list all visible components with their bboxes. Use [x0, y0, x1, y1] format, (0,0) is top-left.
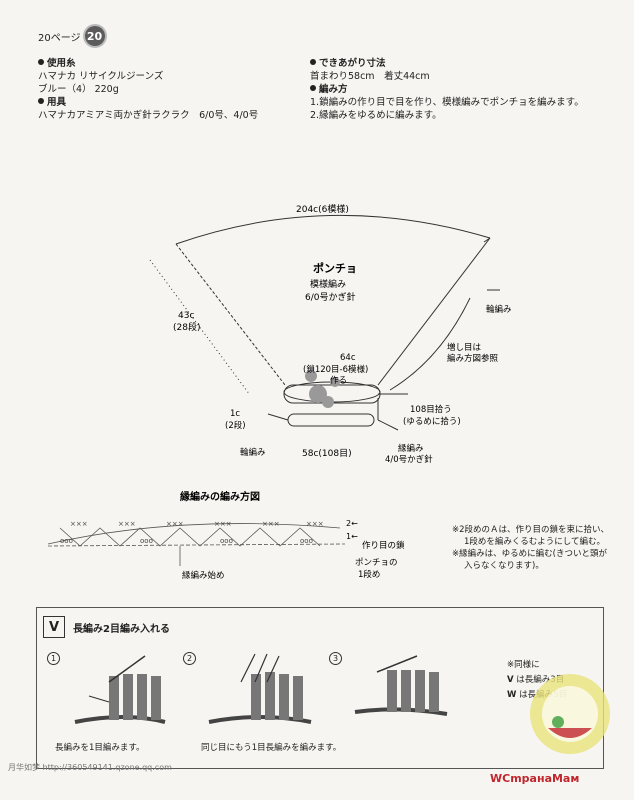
svg-text:×××: ×××: [70, 520, 88, 528]
method-step2: 2.縁編みをゆるめに編みます。: [310, 110, 442, 121]
height-rows-label: (28段): [173, 321, 200, 333]
border-height-label: 1c: [230, 409, 240, 419]
step1-number: 1: [47, 652, 60, 665]
neck-width-label: 64c: [340, 353, 356, 363]
increase-note-2: 編み方図参照: [447, 353, 499, 364]
five-symbol-icon: W: [507, 690, 517, 700]
step2-number: 2: [183, 652, 196, 665]
finished-heading: できあがり寸法: [319, 58, 386, 69]
foundation-label: 作り目の鎖: [362, 540, 405, 551]
step1-illustration-icon: [74, 655, 166, 724]
svg-text:ooo: ooo: [220, 537, 233, 545]
height-label: 43c: [178, 311, 194, 321]
step2-caption: 同じ目にもう1目長編みを編みます。: [201, 743, 342, 753]
page-number-badge: 20: [84, 26, 105, 46]
notes-block: ※2段めのＡは、作り目の鎖を束に拾い、 1段めを編みくるむようにして編む。 ※縁…: [452, 524, 609, 572]
triple-symbol-icon: V: [507, 675, 514, 685]
border-name-label: 縁編み: [398, 443, 424, 454]
note1-b: 1段めを編みくるむようにして編む。: [464, 537, 605, 547]
footer-right-watermark: WCmpaнaMам: [490, 772, 580, 785]
page-header: 20ページ 20: [38, 26, 105, 46]
svg-text:ooo: ooo: [300, 537, 313, 545]
svg-text:×××: ×××: [306, 520, 324, 528]
svg-text:ooo: ooo: [60, 537, 73, 545]
border-stitch-chart: 縁編みの編み方図 ××× ××× ××× ××× ××× ××× ooo ooo ooo oo…: [47, 490, 405, 581]
poncho-row1-label-a: ポンチョの: [355, 558, 398, 568]
neck-stitches-label: (鎖120目-6模様): [303, 364, 368, 375]
svg-text:×××: ×××: [214, 520, 232, 528]
note1-a: ※2段めのＡは、作り目の鎖を束に拾い、: [452, 525, 610, 535]
border-chart-title: 縁編みの編み方図: [180, 490, 260, 503]
step3-number: 3: [329, 652, 342, 665]
svg-text:×××: ×××: [262, 520, 280, 528]
watermark-logo-icon: [530, 674, 610, 754]
technique-title: 長編み2目編み入れる: [73, 623, 170, 635]
finish-method-block: できあがり寸法 首まわり58cm 着丈44cm 編み方 1.鎖編みの作り目で目を…: [310, 57, 584, 122]
footer-left-watermark: 月华如梦 http://360549141.qzone.qq.com: [8, 763, 172, 772]
svg-text:ooo: ooo: [140, 537, 153, 545]
poncho-schematic: 204c(6模様) ポンチョ 模様編み 6/0号かぎ針 43c (28段) 輪編…: [149, 203, 512, 465]
svg-text:×××: ×××: [118, 520, 136, 528]
tools-name: ハマナカアミアミ両かぎ針ラクラク 6/0号、4/0号: [38, 110, 259, 121]
bullet-icon: [38, 98, 44, 104]
method-heading: 編み方: [319, 84, 348, 95]
bullet-icon: [310, 59, 316, 65]
yarn-heading: 使用糸: [47, 58, 76, 69]
step3-illustration-icon: [354, 655, 448, 716]
page-label: 20ページ: [38, 32, 81, 44]
border-round-label: 輪編み: [240, 447, 266, 458]
border-hook-label: 4/0号かぎ針: [385, 454, 433, 465]
step2-illustration-icon: [208, 653, 312, 724]
svg-text:×××: ×××: [166, 520, 184, 528]
bullet-icon: [310, 85, 316, 91]
increase-note-1: 増し目は: [447, 342, 482, 353]
yarn-color: ブルー（4） 220g: [38, 84, 119, 95]
row1-marker: 1←: [346, 532, 358, 541]
finished-size: 首まわり58cm 着丈44cm: [310, 71, 430, 82]
double-crochet-symbol-icon: V: [43, 616, 65, 638]
method-step1: 1.鎖編みの作り目で目を作り、模様編みでポンチョを編みます。: [310, 97, 584, 108]
technique-section: V 長編み2目編み入れる 1 2 3 長編みを1目編みます。 同じ目にもう1目長…: [36, 607, 604, 769]
edge-round-label: 輪編み: [486, 304, 512, 315]
tools-heading: 用具: [47, 97, 67, 108]
neck-make-label: 作る: [330, 375, 347, 386]
same-note: ※同様に: [507, 660, 540, 670]
poncho-title: ポンチョ: [313, 261, 357, 275]
bottom-width-label: 58c(108目): [302, 448, 352, 459]
pattern-label: 模様編み: [310, 278, 346, 290]
same-line-1: は長編み3目: [516, 675, 565, 685]
pickup-note: (ゆるめに拾う): [403, 416, 461, 427]
step1-caption: 長編みを1目編みます。: [55, 743, 145, 753]
note2-b: 入らなくなります)。: [464, 561, 544, 571]
border-start-label: 縁編み始め: [182, 570, 225, 581]
note2-a: ※縁編みは、ゆるめに編む(きついと頭が: [452, 549, 607, 559]
bullet-icon: [38, 59, 44, 65]
hook-label: 6/0号かぎ針: [305, 291, 356, 303]
poncho-row1-label-b: 1段め: [358, 569, 380, 580]
yarn-name: ハマナカ リサイクルジーンズ: [38, 71, 164, 82]
pickup-label: 108目拾う: [410, 404, 452, 415]
top-width-label: 204c(6模様): [296, 203, 349, 215]
row2-marker: 2←: [346, 519, 358, 528]
materials-block: 使用糸 ハマナカ リサイクルジーンズ ブルー（4） 220g 用具 ハマナカアミ…: [38, 57, 258, 122]
border-rows-label: (2段): [225, 420, 246, 431]
technique-header: V 長編み2目編み入れる: [43, 616, 170, 638]
